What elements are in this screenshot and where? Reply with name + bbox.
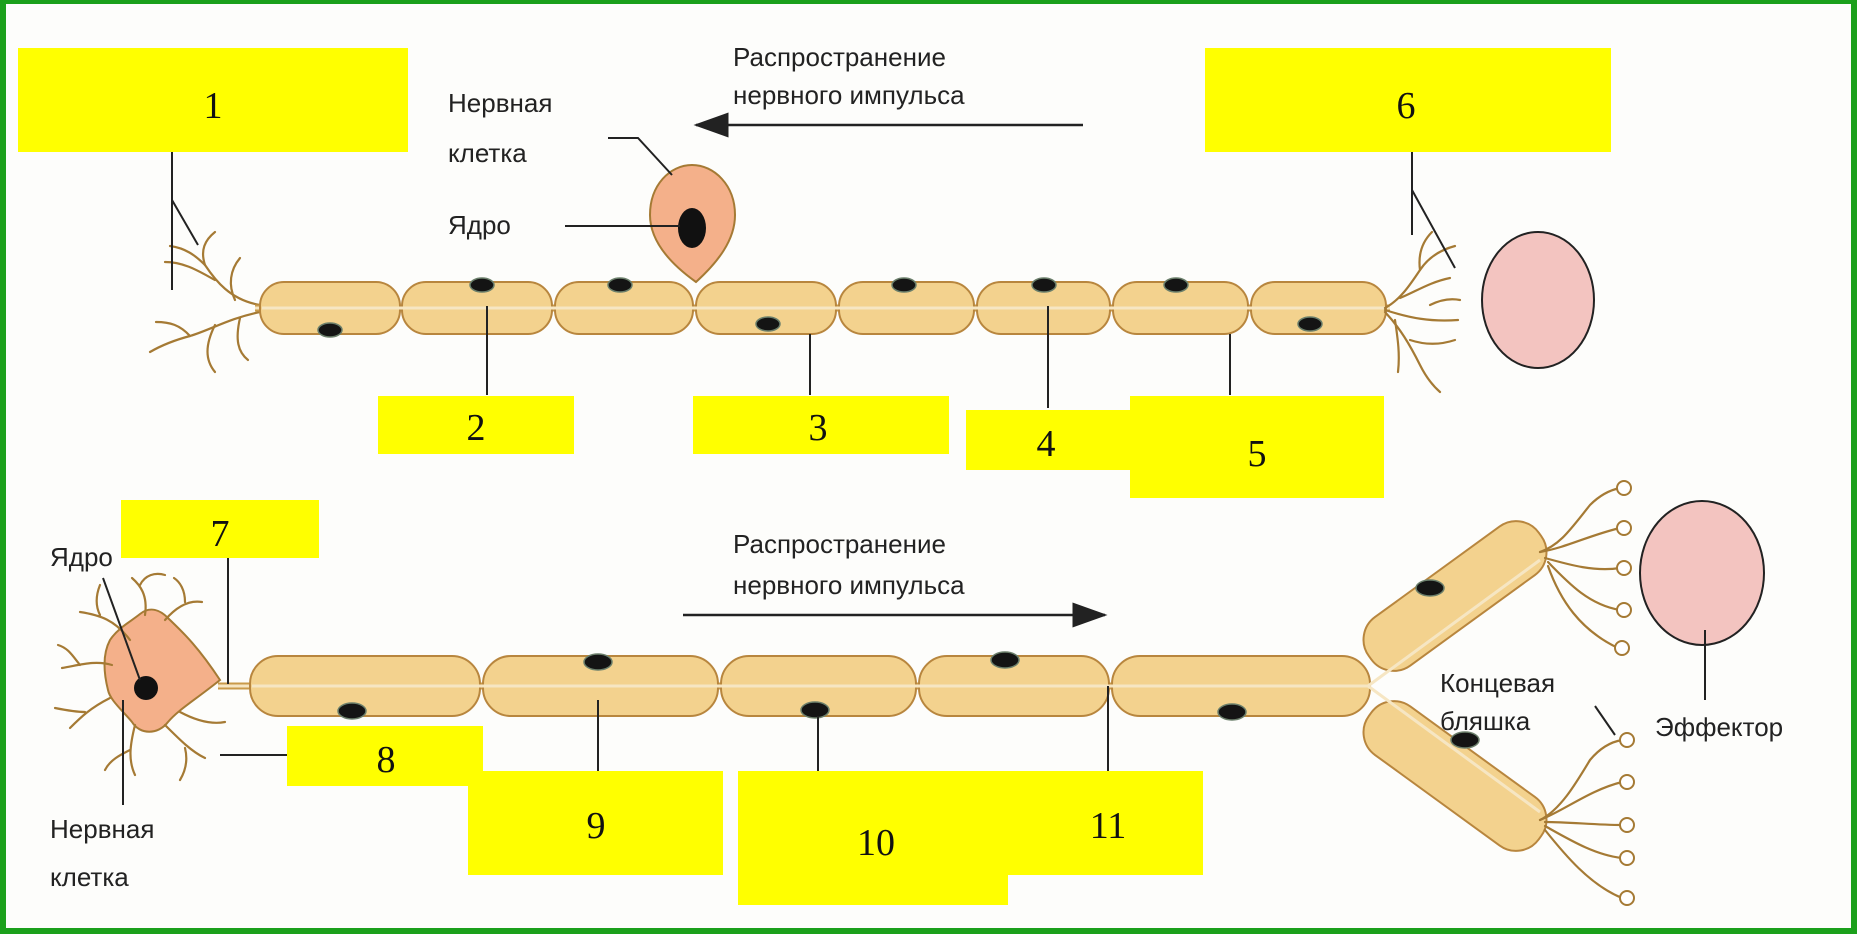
- top-direction-label-line2: нервного импульса: [733, 80, 965, 110]
- schwann-nucleus: [1297, 316, 1323, 332]
- label-box-8-number: 8: [377, 739, 396, 781]
- terminal-bouton: [1616, 560, 1632, 576]
- bottom-terminals-lower: [1538, 732, 1635, 906]
- bottom-terminals-upper: [1538, 480, 1632, 656]
- schwann-nucleus: [1415, 579, 1445, 597]
- label-box-7[interactable]: [121, 500, 319, 558]
- label-box-7-number: 7: [211, 513, 230, 555]
- label-box-4[interactable]: [966, 410, 1136, 470]
- label-box-11[interactable]: [1000, 771, 1203, 875]
- bottom-schwann-nuclei: [337, 579, 1480, 749]
- schwann-nucleus: [317, 322, 343, 338]
- terminal-bouton: [1619, 732, 1635, 748]
- top-direction-label-line1: Распространение: [733, 42, 946, 72]
- label-box-1-number: 1: [204, 85, 223, 127]
- top-cell-label-line2: клетка: [448, 138, 527, 168]
- label-box-9[interactable]: [468, 771, 723, 875]
- schwann-nucleus: [1163, 277, 1189, 293]
- label-box-8[interactable]: [287, 726, 483, 786]
- top-myelin-segments: [259, 281, 1387, 335]
- label-box-11-number: 11: [1090, 805, 1127, 847]
- label-leaders: [171, 150, 1456, 772]
- label-box-2[interactable]: [378, 396, 574, 454]
- label-boxes: 1 2 3 4 5 6 7 8 9 10 11: [18, 48, 1611, 905]
- bottom-nucleus-leader: [102, 577, 141, 681]
- top-cell-label-line1: Нервная: [448, 88, 552, 118]
- label-box-5[interactable]: [1130, 396, 1384, 498]
- effector-cell: [1639, 500, 1765, 646]
- label-box-9-number: 9: [587, 805, 606, 847]
- bottom-axon-branches: [1362, 520, 1548, 852]
- myelin-segment: [1362, 520, 1548, 672]
- schwann-nucleus: [1450, 731, 1480, 749]
- schwann-nucleus: [1217, 703, 1247, 721]
- schwann-nucleus: [1031, 277, 1057, 293]
- label-box-3[interactable]: [693, 396, 949, 454]
- leader-1b: [171, 199, 199, 246]
- top-schwann-nuclei: [317, 277, 1323, 338]
- bottom-dendrites: [53, 572, 227, 782]
- schwann-nucleus: [800, 701, 830, 719]
- terminal-bouton: [1616, 480, 1632, 496]
- endplate-label-line1: Концевая: [1440, 668, 1555, 698]
- label-box-10-number: 10: [857, 822, 895, 864]
- terminal-bouton: [1616, 602, 1632, 618]
- top-neuron: Распространение нервного импульса Нервна…: [148, 42, 1595, 394]
- top-target-cell: [1481, 231, 1595, 369]
- terminal-bouton: [1616, 520, 1632, 536]
- label-box-1[interactable]: [18, 48, 408, 152]
- schwann-nucleus: [990, 651, 1020, 669]
- top-dendrites-right: [1383, 230, 1462, 394]
- label-box-2-number: 2: [467, 407, 486, 449]
- top-cell-nucleus: [678, 208, 706, 248]
- terminal-bouton: [1619, 774, 1635, 790]
- schwann-nucleus: [583, 653, 613, 671]
- label-box-3-number: 3: [809, 407, 828, 449]
- terminal-bouton: [1619, 817, 1635, 833]
- schwann-nucleus: [469, 277, 495, 293]
- schwann-nucleus: [891, 277, 917, 293]
- bottom-cell-label-line1: Нервная: [50, 814, 154, 844]
- bottom-cell-nucleus: [134, 676, 158, 700]
- label-box-6[interactable]: [1205, 48, 1611, 152]
- schwann-nucleus: [337, 702, 367, 720]
- terminal-bouton: [1614, 640, 1630, 656]
- bottom-direction-label-line2: нервного импульса: [733, 570, 965, 600]
- label-box-5-number: 5: [1248, 433, 1267, 475]
- leader-6b: [1411, 189, 1456, 269]
- label-box-10[interactable]: [738, 771, 1008, 905]
- label-box-4-number: 4: [1037, 423, 1056, 465]
- effector-label: Эффектор: [1655, 712, 1783, 742]
- bottom-direction-label-line1: Распространение: [733, 529, 946, 559]
- schwann-nucleus: [755, 316, 781, 332]
- terminal-bouton: [1619, 890, 1635, 906]
- terminal-bouton: [1619, 850, 1635, 866]
- schwann-nucleus: [607, 277, 633, 293]
- bottom-cell-label-line2: клетка: [50, 862, 129, 892]
- top-dendrites-left: [148, 230, 262, 374]
- bottom-neuron: Эффектор Концевая бляшка Распространение…: [50, 480, 1783, 906]
- bottom-nucleus-label: Ядро: [50, 542, 113, 572]
- myelin-segment: [1362, 700, 1548, 852]
- top-nucleus-label: Ядро: [448, 210, 511, 240]
- top-cell-leader: [608, 137, 673, 176]
- endplate-label-line2: бляшка: [1440, 706, 1531, 736]
- label-box-6-number: 6: [1397, 85, 1416, 127]
- endplate-leader: [1594, 705, 1616, 736]
